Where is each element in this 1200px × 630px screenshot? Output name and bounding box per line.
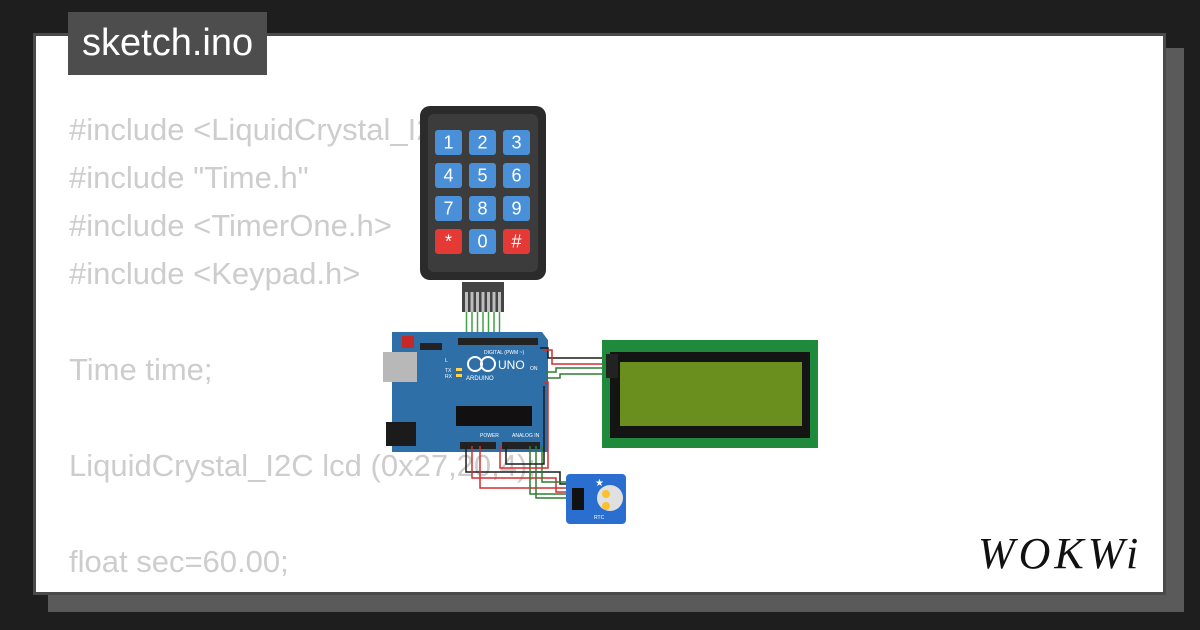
wokwi-logo: WOKWi bbox=[978, 529, 1143, 578]
reset-button bbox=[402, 336, 414, 348]
digital-label: DIGITAL (PWM ~) bbox=[484, 350, 524, 356]
keypad-pin bbox=[470, 292, 474, 312]
rtc-label: RTC bbox=[594, 515, 605, 521]
lcd-wires bbox=[540, 347, 608, 379]
keypad-key-star[interactable] bbox=[435, 229, 462, 254]
power-jack bbox=[386, 422, 416, 446]
star-icon: ★ bbox=[595, 478, 604, 489]
rtc-wires bbox=[465, 381, 572, 499]
keypad-pin bbox=[487, 292, 490, 312]
tx-label: TX bbox=[445, 368, 452, 374]
keypad-key-label: * bbox=[445, 232, 452, 252]
keypad-key-1[interactable] bbox=[435, 130, 462, 155]
keypad-key-9[interactable] bbox=[503, 196, 530, 221]
atmega-chip bbox=[456, 406, 532, 426]
analog-header bbox=[502, 442, 540, 449]
usb-port bbox=[383, 352, 417, 382]
keypad-key-0[interactable] bbox=[469, 229, 496, 254]
analog-label: ANALOG IN bbox=[512, 433, 540, 439]
keypad-pin bbox=[481, 292, 485, 312]
keypad-key-4[interactable] bbox=[435, 163, 462, 188]
rx-label: RX bbox=[445, 374, 453, 380]
digital-header bbox=[458, 338, 538, 345]
code-line: #include <Keypad.h> bbox=[69, 256, 361, 291]
keypad-key-label: 1 bbox=[443, 133, 453, 153]
keypad-pin bbox=[465, 292, 468, 312]
keypad-key-hash[interactable] bbox=[503, 229, 530, 254]
rtc-module-component[interactable]: RTC ★ bbox=[566, 474, 626, 524]
keypad-pin bbox=[498, 292, 501, 312]
lcd-i2c-header bbox=[606, 354, 618, 378]
keypad-pin bbox=[476, 292, 479, 312]
keypad-key-label: 3 bbox=[511, 133, 521, 153]
keypad-key-7[interactable] bbox=[435, 196, 462, 221]
code-line: float sec=60.00; bbox=[69, 544, 289, 579]
on-label: ON bbox=[530, 366, 538, 372]
code-line: #include "Time.h" bbox=[69, 160, 309, 195]
lcd-display-component[interactable] bbox=[602, 340, 818, 448]
keypad-key-label: 8 bbox=[477, 199, 487, 219]
board-model-label: UNO bbox=[498, 358, 525, 372]
keypad-key-5[interactable] bbox=[469, 163, 496, 188]
keypad-key-label: 6 bbox=[511, 166, 521, 186]
keypad-key-8[interactable] bbox=[469, 196, 496, 221]
arduino-uno-board[interactable]: UNO ARDUINO DIGITAL (PWM ~) ANALOG IN PO… bbox=[383, 332, 548, 452]
file-name-tab[interactable]: sketch.ino bbox=[68, 12, 268, 75]
power-label: POWER bbox=[480, 433, 499, 439]
keypad-key-label: # bbox=[511, 232, 521, 252]
keypad-key-label: 0 bbox=[477, 232, 487, 252]
keypad-key-3[interactable] bbox=[503, 130, 530, 155]
keypad-key-6[interactable] bbox=[503, 163, 530, 188]
code-line: Time time; bbox=[69, 352, 213, 387]
keypad-key-2[interactable] bbox=[469, 130, 496, 155]
keypad-key-label: 2 bbox=[477, 133, 487, 153]
keypad-key-label: 7 bbox=[443, 199, 453, 219]
keypad-pin bbox=[492, 292, 496, 312]
keypad-component[interactable]: 1 2 3 4 5 6 7 8 9 * 0 # bbox=[420, 106, 546, 280]
l-label: L bbox=[445, 358, 448, 364]
power-header bbox=[460, 442, 496, 449]
code-line: LiquidCrystal_I2C lcd (0x27,20,4); bbox=[69, 448, 536, 483]
rtc-chip bbox=[572, 488, 584, 510]
code-line: #include <TimerOne.h> bbox=[69, 208, 392, 243]
board-brand-label: ARDUINO bbox=[466, 376, 494, 382]
keypad-key-label: 9 bbox=[511, 199, 521, 219]
keypad-connector bbox=[462, 282, 504, 312]
keypad-key-label: 4 bbox=[443, 166, 453, 186]
keypad-key-label: 5 bbox=[477, 166, 487, 186]
